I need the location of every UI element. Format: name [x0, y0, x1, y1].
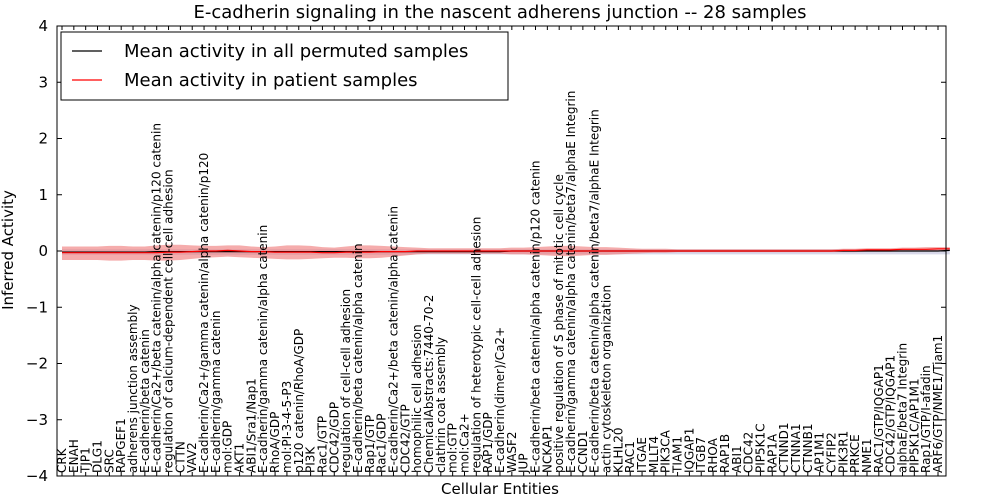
x-tick-label: ABI1	[730, 445, 744, 473]
x-tick-label: regulation of calcium-dependent cell-cel…	[162, 169, 176, 473]
x-tick-label: SRC	[102, 449, 116, 473]
chart-title: E-cadherin signaling in the nascent adhe…	[193, 2, 806, 23]
x-tick-label: E-cadherin/Ca2+/beta catenin/alpha caten…	[387, 206, 401, 473]
y-axis: −4 −3 −2 −1 0 1 2 3 4	[26, 17, 946, 485]
x-tick-label: TJP1	[79, 447, 93, 474]
x-tick-label: KLHL20	[611, 427, 625, 473]
x-tick-label: CDC42/GDP	[327, 402, 341, 473]
x-tick-label: RAP1/GDP	[481, 412, 495, 473]
x-tick-label: mol:GTP	[446, 423, 460, 473]
x-tick-label: CDC42/GTP	[398, 404, 412, 473]
x-tick-label: mol:GDP	[221, 421, 235, 473]
legend: Mean activity in all permuted samples Me…	[60, 31, 509, 101]
x-tick-label: DLG1	[91, 440, 105, 473]
x-tick-label: VAV2	[185, 442, 199, 473]
x-tick-label: ChemicalAbstracts:7440-70-2	[422, 295, 436, 473]
x-tick-label: TIAM1	[671, 436, 685, 474]
y-tick-label: 3	[38, 73, 48, 91]
x-tick-label: RAP1A	[765, 433, 779, 473]
x-tick-label: AP1M1	[813, 432, 827, 473]
x-tick-label: RAC1	[623, 441, 637, 473]
x-tick-label: E-cadherin(dimer)/Ca2+	[493, 327, 507, 473]
y-tick-label: 1	[38, 186, 48, 204]
x-tick-label: E-cadherin/beta catenin/alpha catenin/p1…	[529, 160, 543, 473]
x-tick-label: Rap1/GTP/I-afadin	[919, 365, 933, 473]
x-axis-label: Cellular Entities	[441, 480, 559, 498]
x-tick-label: mol:PI-3-4-5-P3	[280, 381, 294, 473]
x-tick-label: RAP1B	[718, 434, 732, 473]
x-tick-label: Rac1/GTP	[315, 416, 329, 473]
x-tick-label: actin cytoskeleton organization	[600, 285, 614, 473]
x-tick-label: E-cadherin/beta catenin/alpha catenin/be…	[588, 109, 602, 473]
y-axis-label: Inferred Activity	[0, 190, 17, 310]
x-tick-label: JUP	[517, 453, 531, 474]
x-tick-label: NME1	[860, 438, 874, 473]
x-tick-label: E-cadherin/gamma catenin/alpha catenin	[256, 225, 270, 473]
legend-label-permuted: Mean activity in all permuted samples	[124, 41, 468, 62]
x-tick-label: alphaE/beta7 Integrin	[896, 343, 910, 473]
x-tick-label: regulation of heterotypic cell-cell adhe…	[469, 217, 483, 473]
x-tick-label: CDC42/GTP/IQGAP1	[884, 355, 898, 473]
y-tick-label: −4	[26, 467, 48, 485]
x-tick-label: E-cadherin/Ca2+/beta catenin/alpha caten…	[150, 123, 164, 473]
y-tick-label: 4	[38, 17, 48, 35]
x-tick-label: CDC42	[742, 432, 756, 473]
x-tick-label: mol:Ca2+	[458, 413, 472, 473]
x-tick-label: IQGAP1	[682, 428, 696, 473]
y-tick-label: 2	[38, 130, 48, 148]
x-tick-label: E-cadherin/beta catenin/alpha catenin	[351, 243, 365, 473]
x-tick-label: adherens junction assembly	[126, 304, 140, 473]
x-tick-label: RHOA	[706, 437, 720, 473]
y-tick-label: −2	[26, 355, 48, 373]
x-tick-label: E-cadherin/Ca2+/gamma catenin/alpha cate…	[197, 153, 211, 473]
x-tick-label: PIK3CA	[659, 429, 673, 473]
x-tick-label: CCND1	[576, 430, 590, 473]
x-tick-label: RAPGEF1	[114, 418, 128, 473]
x-tick-label: PIP5K1C	[753, 423, 767, 473]
x-tick-label: CTNNA1	[789, 423, 803, 473]
x-tick-label: ABI1/Sra1/Nap1	[244, 378, 258, 473]
x-tick-label: ITGB7	[694, 437, 708, 473]
x-tick-label: CTNND1	[777, 422, 791, 473]
x-tick-label: clathrin coat assembly	[434, 337, 448, 473]
x-tick-label: PRKCE	[848, 434, 862, 473]
y-tick-label: −1	[26, 298, 48, 316]
x-tick-label: AKT1	[233, 443, 247, 473]
x-tick-label: PIP5K1C/AP1M1	[907, 378, 921, 473]
x-tick-label: NCKAP1	[540, 425, 554, 473]
x-tick-label: Rac1/GDP	[375, 414, 389, 473]
x-tick-label: WASF2	[505, 431, 519, 473]
x-tick-label: CTTN	[173, 441, 187, 473]
x-tick-label: Rap1/GTP	[363, 415, 377, 473]
x-tick-label: CTNNB1	[801, 423, 815, 473]
x-tick-label: E-cadherin/gamma catenin/alpha catenin/b…	[564, 91, 578, 473]
x-tick-label: E-cadherin/beta catenin	[138, 329, 152, 473]
x-tick-label: PIK3R1	[836, 431, 850, 473]
x-tick-label: MLLT4	[647, 436, 661, 473]
y-tick-label: 0	[38, 242, 48, 260]
x-tick-label: positive regulation of S phase of mitoti…	[552, 174, 566, 473]
x-tick-label: p120 catenin/RhoA/GDP	[292, 329, 306, 473]
plot-area	[62, 244, 950, 261]
patient-range-band	[62, 244, 950, 261]
legend-label-patient: Mean activity in patient samples	[124, 70, 418, 91]
x-tick-label: regulation of cell-cell adhesion	[339, 289, 353, 473]
x-tick-label: homophilic cell adhesion	[410, 324, 424, 473]
x-tick-label: RhoA/GDP	[268, 412, 282, 473]
x-tick-label: RAC1/GTP/IQGAP1	[872, 364, 886, 473]
x-tick-label: CYFIP2	[825, 432, 839, 473]
x-tick-label: CRK	[55, 447, 69, 473]
legend-box	[60, 31, 509, 101]
y-tick-label: −3	[26, 411, 48, 429]
x-tick-label: PI3K	[304, 446, 318, 473]
x-tick-label: ITGAE	[635, 437, 649, 473]
x-tick-label: ARF6/GTP/NME1/Tiam1	[931, 335, 945, 473]
series-line-patient	[62, 248, 950, 254]
x-tick-label: E-cadherin/gamma catenin	[209, 311, 223, 474]
x-tick-label: ENAH	[67, 439, 81, 473]
